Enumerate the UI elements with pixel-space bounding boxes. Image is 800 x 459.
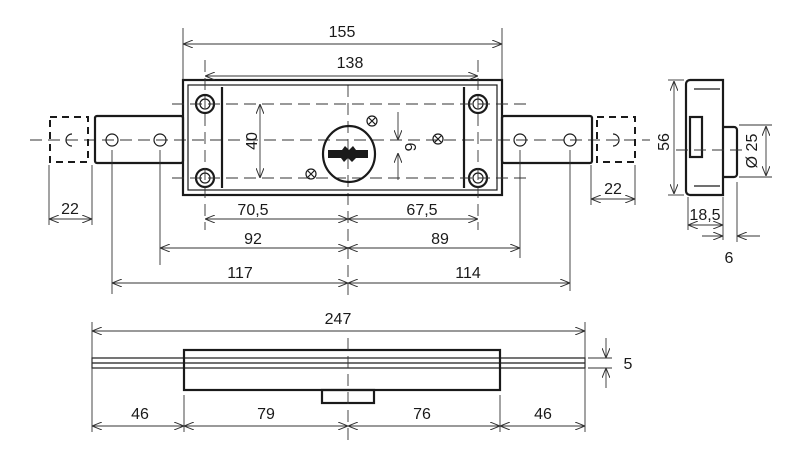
- side-view: 56 Ø 25 18,5 6: [656, 78, 772, 267]
- plate-hole: [513, 133, 527, 147]
- lock-body-inner: [187, 84, 498, 191]
- side-cylinder: [723, 125, 739, 179]
- side-bolt: [688, 115, 704, 159]
- right-extension-ghost: [596, 116, 636, 163]
- dim-22-left: 22: [61, 201, 79, 218]
- dim-79: 79: [257, 406, 275, 423]
- dim-22-right: 22: [604, 181, 622, 198]
- dim-117: 117: [227, 265, 253, 282]
- right-ghost-hole: [612, 133, 620, 147]
- plate-hole: [563, 133, 577, 147]
- dim-5: 5: [624, 356, 633, 373]
- dim-76: 76: [413, 406, 431, 423]
- dim-155: 155: [329, 24, 356, 41]
- dim-diameter-25: Ø 25: [744, 134, 761, 169]
- lock-body: [181, 78, 504, 197]
- dim-67-5: 67,5: [406, 202, 437, 219]
- dim-46-right: 46: [534, 406, 552, 423]
- front-view: 155 138 40 6 70,5 67,5 92 89 117 114 22 …: [30, 24, 650, 300]
- plate-hole: [153, 133, 167, 147]
- key-slot-icon: [328, 146, 368, 162]
- dim-6: 6: [401, 143, 418, 152]
- left-mounting-plate: [93, 114, 185, 165]
- dim-92: 92: [244, 231, 262, 248]
- plate-hole: [105, 133, 119, 147]
- dim-40: 40: [244, 132, 261, 150]
- bottom-view: 247 5 46 79 76 46: [91, 311, 633, 442]
- right-mounting-plate: [500, 114, 594, 165]
- bottom-body: [182, 348, 502, 392]
- dim-46-left: 46: [131, 406, 149, 423]
- dim-247: 247: [325, 311, 352, 328]
- dim-70-5: 70,5: [237, 202, 268, 219]
- left-extension-ghost: [49, 116, 89, 163]
- dim-56: 56: [656, 133, 673, 151]
- mounting-holes: [194, 93, 489, 189]
- dim-18-5: 18,5: [689, 207, 720, 224]
- side-body: [684, 78, 725, 197]
- dim-114: 114: [455, 265, 481, 282]
- dim-138: 138: [337, 55, 364, 72]
- dim-6-side: 6: [725, 250, 734, 267]
- dim-89: 89: [431, 231, 449, 248]
- screw-icon: [305, 115, 444, 180]
- left-ghost-hole: [65, 133, 73, 147]
- cylinder-keyhole: [321, 124, 377, 184]
